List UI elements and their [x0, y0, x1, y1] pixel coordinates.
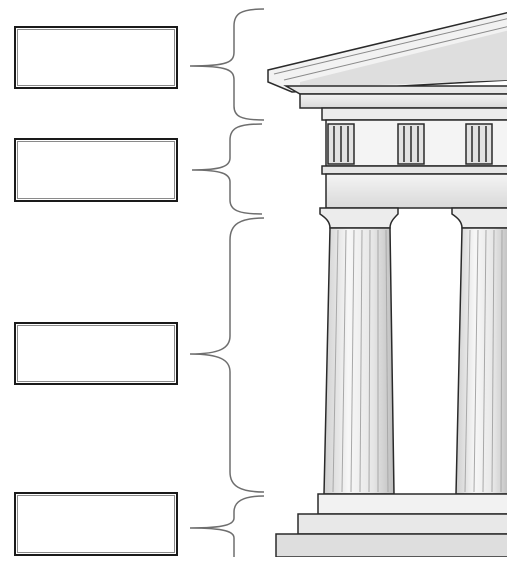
base: [275, 493, 507, 558]
pediment: [267, 11, 507, 109]
label-box-base[interactable]: [14, 492, 178, 556]
brace-entablature: [191, 123, 263, 215]
brace-columns: [189, 217, 265, 493]
brace-base: [189, 495, 265, 557]
columns: [319, 207, 507, 495]
braces: [189, 8, 265, 557]
triglyph-3: [465, 123, 493, 165]
label-box-pediment[interactable]: [14, 26, 178, 89]
entablature: [321, 107, 507, 209]
column-left: [319, 207, 399, 495]
triglyph-1: [327, 123, 355, 165]
label-box-columns[interactable]: [14, 322, 178, 385]
brace-pediment: [189, 8, 265, 121]
column-right: [451, 207, 507, 495]
triglyph-2: [397, 123, 425, 165]
label-box-entablature[interactable]: [14, 138, 178, 202]
